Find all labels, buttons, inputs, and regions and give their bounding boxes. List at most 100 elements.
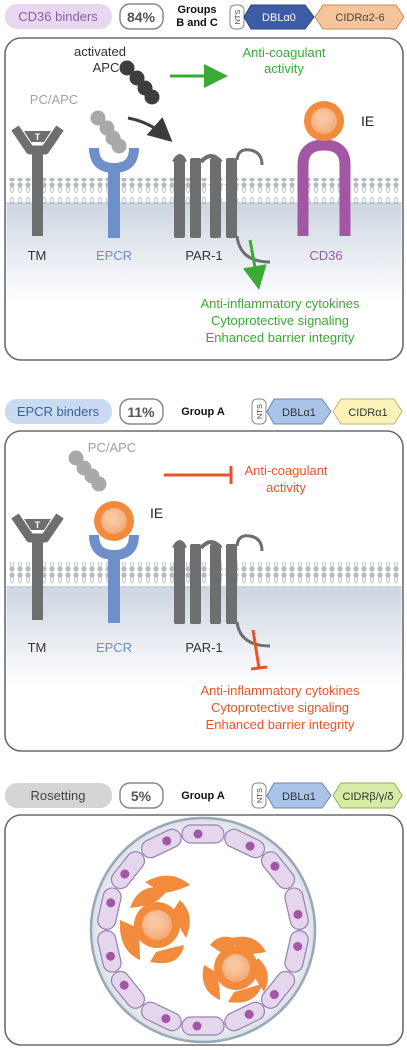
tm-receptor: T	[11, 125, 64, 236]
endothelial-cell	[284, 887, 309, 930]
endothelial-cell	[140, 828, 182, 859]
endothelial-cell	[97, 930, 122, 973]
cell-nucleus	[192, 1021, 202, 1031]
percent-badge	[119, 782, 164, 809]
cell-nucleus	[293, 909, 303, 919]
lipid-bilayer	[6, 562, 402, 588]
percent-badge	[119, 3, 164, 30]
anti-inflammatory-label: Anti-inflammatory cytokines	[201, 296, 360, 311]
infected-erythrocyte	[94, 501, 134, 541]
tm-label: TM	[28, 640, 47, 655]
endothelial-cell	[110, 970, 146, 1009]
activated-apc-molecule	[119, 60, 160, 105]
cd36-label: CD36	[309, 248, 342, 263]
panel3	[4, 814, 404, 1046]
dbl-alpha0-domain	[243, 4, 315, 30]
endothelial-cell	[224, 828, 266, 859]
percent-value: 11%	[127, 404, 155, 420]
cell-nucleus	[270, 861, 280, 871]
nts-domain	[251, 782, 267, 809]
endothelial-cell	[110, 851, 146, 890]
cd36-receptor	[297, 139, 351, 236]
panel3-header: Rosetting 5% Group A NTS DBLα1 CIDRβ/γ/δ	[5, 782, 403, 809]
dbl-alpha1-domain	[266, 782, 332, 809]
cd36-binders-label: CD36 binders	[18, 9, 98, 24]
epcr-receptor	[89, 534, 139, 623]
cd36-binders-pill	[5, 4, 112, 29]
percent-badge	[119, 398, 164, 425]
barrier-integrity-label: Enhanced barrier integrity	[206, 717, 355, 732]
dbl-alpha1-label: DBLα1	[282, 791, 316, 803]
nts-label: NTS	[255, 788, 264, 803]
lipid-bilayer	[6, 178, 402, 204]
endothelial-cell	[224, 1001, 266, 1032]
percent-value: 84%	[127, 9, 156, 25]
panel1: activated APC Anti-coagulant activity PC…	[4, 37, 404, 361]
cytoprotective-label: Cytoprotective signaling	[211, 313, 349, 328]
group-label: Group A	[181, 406, 225, 418]
percent-value: 5%	[131, 788, 152, 804]
dbl-alpha1-label: DBLα1	[282, 407, 316, 419]
epcr-binders-label: EPCR binders	[17, 404, 100, 419]
cytoprotective-label: Cytoprotective signaling	[211, 700, 349, 715]
epcr-receptor	[89, 147, 139, 238]
membrane-cytoplasm	[6, 202, 402, 302]
rosetting-label: Rosetting	[31, 788, 86, 803]
cell-nucleus	[161, 1014, 171, 1024]
dbl-alpha1-domain	[266, 398, 332, 425]
dbl-alpha0-label: DBLα0	[262, 12, 296, 24]
groups-line2: B and C	[176, 17, 218, 29]
endothelial-cell	[284, 930, 309, 973]
ie-label: IE	[361, 113, 374, 129]
cell-nucleus	[106, 951, 116, 961]
endothelial-cell	[181, 824, 225, 844]
endothelial-cell	[260, 970, 296, 1009]
rosetting-pill	[5, 783, 112, 808]
panel2: PC/APC Anti-coagulant activity T TM IE	[4, 430, 404, 752]
cidr-alpha26-label: CIDRα2-6	[335, 12, 384, 24]
tm-label: TM	[28, 248, 47, 263]
groups-line1: Groups	[177, 4, 216, 16]
anti-inflammatory-label: Anti-inflammatory cytokines	[201, 683, 360, 698]
dark-arrow-to-par1	[127, 116, 173, 142]
cell-nucleus	[106, 898, 116, 908]
par1-label: PAR-1	[185, 248, 222, 263]
svg-text:T: T	[35, 132, 41, 142]
epcr-binders-pill	[5, 399, 112, 424]
anti-coagulant-label: Anti-coagulant	[242, 45, 325, 60]
cell-nucleus	[119, 980, 129, 990]
group-label: Group A	[181, 790, 225, 802]
endothelial-cell	[181, 1016, 225, 1036]
epcr-label: EPCR	[96, 248, 132, 263]
panel2-header: EPCR binders 11% Group A NTS DBLα1 CIDRα…	[5, 398, 403, 425]
cell-nucleus	[245, 841, 255, 851]
cidr-alpha26-domain	[314, 4, 405, 30]
apc-label: APC	[93, 60, 120, 75]
nts-label: NTS	[233, 10, 242, 25]
pc-apc-label: PC/APC	[30, 92, 78, 107]
par1-receptor	[172, 534, 271, 648]
cell-nucleus	[193, 829, 203, 839]
ie-label: IE	[150, 505, 163, 521]
tm-receptor: T	[11, 513, 64, 620]
red-inhibition-signaling	[250, 629, 268, 671]
cell-nucleus	[244, 1009, 254, 1019]
cidr-bgd-label: CIDRβ/γ/δ	[343, 791, 394, 803]
cidr-alpha1-label: CIDRα1	[348, 407, 387, 419]
cell-nucleus	[120, 869, 130, 879]
endothelial-cell	[97, 887, 122, 930]
infected-erythrocyte	[304, 101, 344, 141]
cidr-alpha1-domain	[332, 398, 403, 425]
activated-label: activated	[74, 44, 126, 59]
epcr-label: EPCR	[96, 640, 132, 655]
pc-apc-molecule	[68, 450, 107, 492]
svg-text:T: T	[35, 520, 41, 530]
panel1-header: CD36 binders 84% Groups B and C NTS DBLα…	[5, 3, 405, 30]
cell-nucleus	[269, 990, 279, 1000]
par1-label: PAR-1	[185, 640, 222, 655]
endothelial-lining	[97, 824, 309, 1036]
cell-nucleus	[293, 941, 303, 951]
cell-nucleus	[162, 836, 172, 846]
nts-label: NTS	[255, 404, 264, 419]
